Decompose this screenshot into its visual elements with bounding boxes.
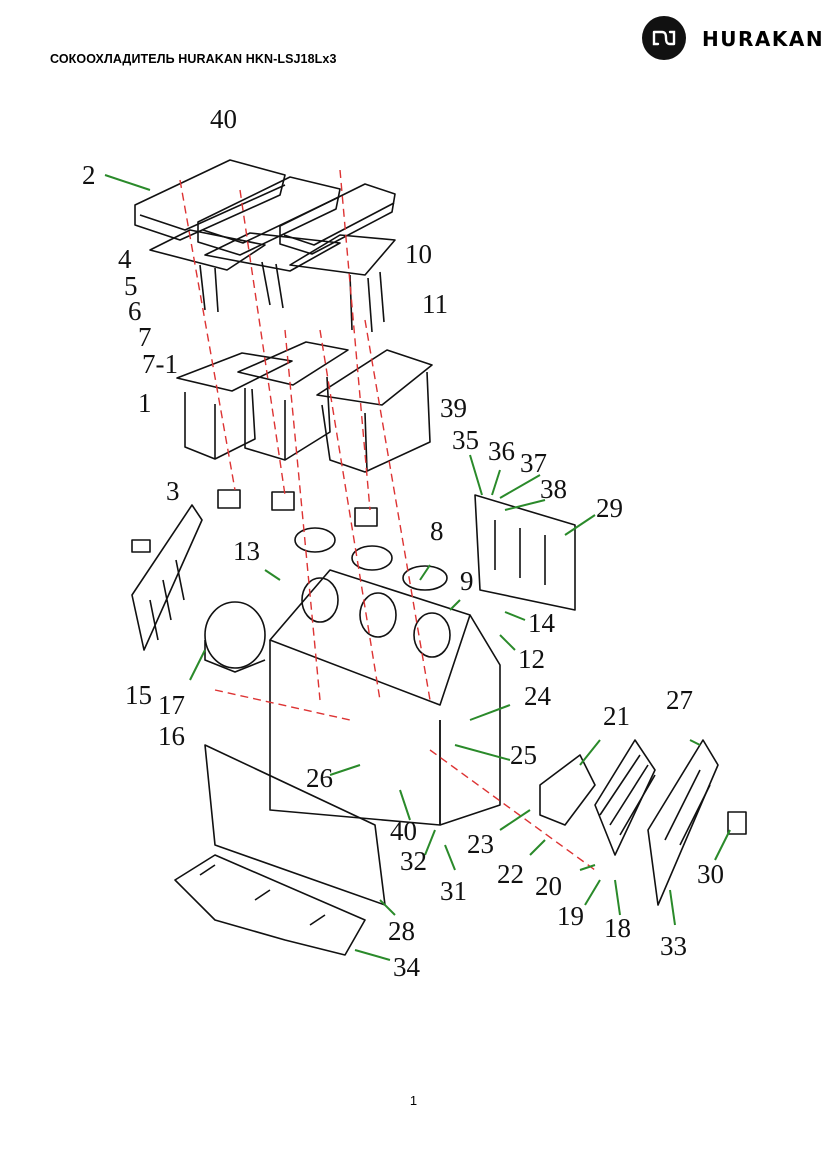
bowl-1 (176, 352, 293, 460)
page-number: 1 (409, 1093, 418, 1108)
right-side-panel (647, 739, 719, 906)
callout-12: 12 (518, 644, 545, 674)
callout-38: 38 (540, 474, 567, 504)
callout-17: 17 (158, 690, 185, 720)
drip-trays (174, 854, 366, 956)
callout-2: 2 (82, 160, 96, 190)
callout-33: 33 (660, 931, 687, 961)
tap-1 (217, 489, 241, 509)
callout-14: 14 (528, 608, 556, 638)
tap-3 (354, 507, 378, 527)
tap-2 (271, 491, 295, 511)
callout-39: 39 (440, 393, 467, 423)
callout-21: 21 (603, 701, 630, 731)
callout-6: 6 (128, 296, 142, 326)
callout-28: 28 (388, 916, 415, 946)
lid-base-1 (149, 229, 266, 271)
callout-31: 31 (440, 876, 467, 906)
frame-body (269, 569, 501, 826)
callout-1: 1 (138, 388, 152, 418)
callout-3: 3 (166, 476, 180, 506)
left-side-panel (131, 504, 203, 651)
callout-7: 7 (138, 322, 152, 352)
lid-1 (134, 159, 286, 241)
callout-36: 36 (488, 436, 515, 466)
document-title: СОКООХЛАДИТЕЛЬ HURAKAN HKN-LSJ18Lx3 (50, 52, 337, 66)
callout-7-1: 7-1 (142, 349, 178, 379)
callout-13: 13 (233, 536, 260, 566)
callout-34: 34 (393, 952, 421, 982)
callout-27: 27 (666, 685, 693, 715)
brand-name: HURAKAN (702, 27, 825, 51)
rear-panel (474, 494, 576, 611)
front-panel (204, 744, 386, 906)
ring-1 (294, 527, 336, 553)
callout-8: 8 (430, 516, 444, 546)
callout-26: 26 (306, 763, 333, 793)
assembly-lines (179, 169, 596, 871)
callout-40-top: 40 (210, 104, 237, 134)
bowl-3 (316, 349, 433, 473)
leader-lines (104, 174, 731, 961)
compressor (204, 601, 266, 673)
brand-logo: HURAKAN (642, 16, 823, 60)
callout-25: 25 (510, 740, 537, 770)
ring-2 (351, 545, 393, 571)
callout-16: 16 (158, 721, 185, 751)
logo-mark-icon (642, 16, 686, 60)
callout-18: 18 (604, 913, 631, 943)
callout-40-bottom: 40 (390, 816, 417, 846)
bowl-2 (237, 341, 349, 461)
callout-5: 5 (124, 271, 138, 301)
callout-23: 23 (467, 829, 494, 859)
callout-37: 37 (520, 448, 547, 478)
ring-3 (402, 565, 448, 591)
auger-rods (199, 261, 385, 333)
switch-block (727, 811, 747, 835)
lid-base-2 (204, 232, 341, 272)
fan-assembly (539, 754, 596, 826)
callout-32: 32 (400, 846, 427, 876)
exploded-parts-diagram: 40 2 4 5 6 7 7-1 1 10 11 39 35 36 37 38 … (82, 104, 747, 982)
callout-19: 19 (557, 901, 584, 931)
callout-24: 24 (524, 681, 552, 711)
callout-29: 29 (596, 493, 623, 523)
callout-22: 22 (497, 859, 524, 889)
callout-4: 4 (118, 244, 132, 274)
callout-11: 11 (422, 289, 448, 319)
callout-10: 10 (405, 239, 432, 269)
callout-15: 15 (125, 680, 152, 710)
lid-base-3 (289, 234, 396, 276)
callout-30: 30 (697, 859, 724, 889)
callout-9: 9 (460, 566, 474, 596)
callout-35: 35 (452, 425, 479, 455)
condenser-grille (594, 739, 656, 856)
callout-20: 20 (535, 871, 562, 901)
